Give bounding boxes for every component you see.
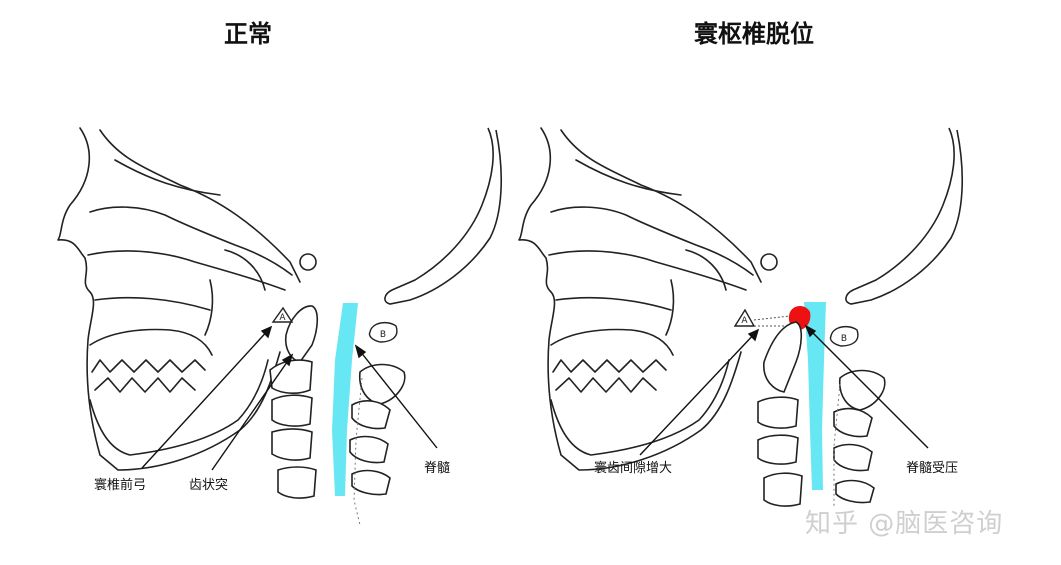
marker-a-right: A: [733, 308, 756, 327]
spinal-cord-left: [332, 303, 358, 496]
label-odontoid: 齿状突: [189, 478, 229, 493]
skull-right: [518, 127, 762, 471]
occiput-right: [760, 127, 964, 305]
vertebrae-left: [269, 305, 406, 499]
label-spinal-cord: 脊髓: [424, 461, 451, 476]
marker-a-label: A: [279, 313, 286, 323]
marker-a-label: A: [741, 316, 748, 326]
gap-lines: [753, 315, 791, 327]
label-atlantodental-gap: 寰齿间隙增大: [594, 461, 673, 476]
arrows-left: [141, 325, 438, 471]
watermark: 知乎 @脑医咨询: [805, 509, 1004, 539]
skull-left: [57, 127, 301, 471]
marker-b-label: B: [380, 330, 386, 340]
panel-title-normal: 正常: [224, 20, 272, 48]
marker-b-label: B: [841, 334, 847, 344]
marker-b-right: B: [829, 325, 859, 347]
arrows-right: [639, 324, 929, 456]
panel-title-dislocation: 寰枢椎脱位: [694, 20, 814, 48]
label-cord-compression: 脊髓受压: [906, 461, 959, 476]
marker-a-left: A: [271, 306, 294, 323]
occiput-left: [299, 127, 503, 305]
label-atlas-anterior-arch: 寰椎前弓: [94, 478, 147, 493]
spinal-cord-right: [804, 302, 826, 490]
vertebrae-right: [757, 321, 886, 507]
marker-b-left: B: [368, 321, 398, 343]
